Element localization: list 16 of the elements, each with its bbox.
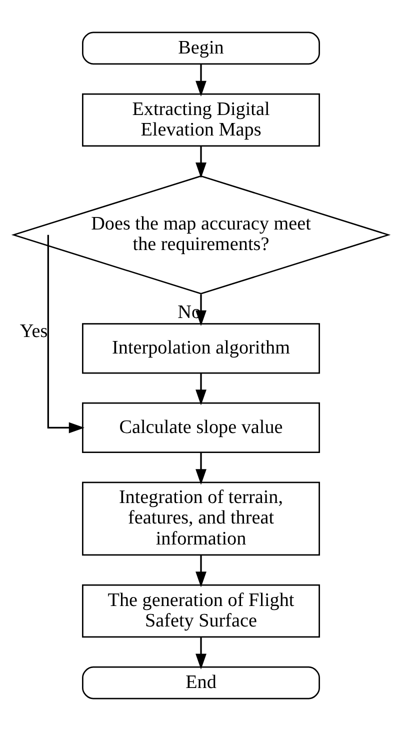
arrow [196,146,206,178]
arrow [196,452,206,484]
node-box: The generation of Flight Safety Surface [82,584,320,638]
arrow [47,234,84,433]
node-diamond: Does the map accuracy meet the requirements? [11,174,391,294]
node-box: Integration of terrain, features, and threat information [82,481,320,556]
arrow [196,372,206,405]
node-box: Extracting Digital Elevation Maps [82,92,320,146]
arrow [196,554,206,587]
arrow [196,636,206,669]
node-box: Calculate slope value [82,402,320,453]
node-box: Interpolation algorithm [82,322,320,374]
node-box: End [82,666,320,699]
arrow [196,64,206,96]
node-box: Begin [82,31,320,64]
edge-label: Yes [20,320,48,342]
